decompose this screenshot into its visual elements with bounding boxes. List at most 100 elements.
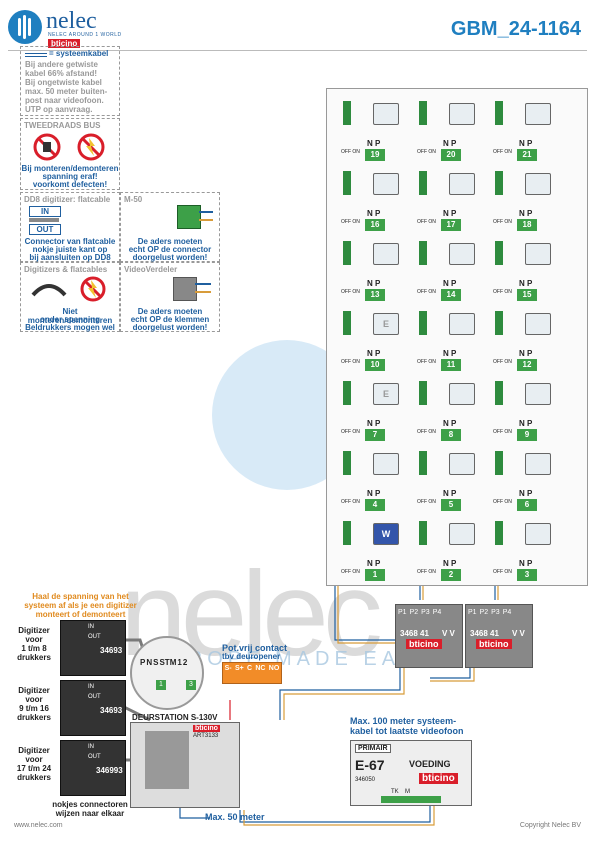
videophone-icon (449, 523, 475, 545)
off-on-switch-label: OFF ON (493, 429, 512, 435)
relay-terminal-label: S+ (234, 665, 244, 672)
np-label: N P (519, 279, 533, 288)
terminal-block-icon (419, 101, 427, 125)
note-bus-line: Bij monteren/demonteren (21, 164, 119, 173)
relay-terminal-label: C (247, 665, 253, 672)
power-note-line: Max. 100 meter systeem- (350, 716, 457, 726)
brand-name: nelec (46, 8, 97, 34)
note-dd8: DD8 digitizer: flatcable IN OUT Connecto… (20, 192, 120, 262)
off-on-switch-label: OFF ON (341, 289, 360, 295)
off-on-switch-label: OFF ON (417, 359, 436, 365)
door-terminal-label: STM (159, 658, 177, 667)
door-station-art: ART3133 (193, 733, 219, 739)
off-on-switch-label: OFF ON (341, 569, 360, 575)
digitizer-label: Digitizer voor 17 t/m 24 drukkers (10, 746, 58, 782)
np-label: N P (443, 559, 457, 568)
digitizer-in: IN (88, 624, 94, 630)
np-label: N P (367, 489, 381, 498)
distributor-vv: V V (442, 629, 455, 638)
note-bus-title: TWEEDRAADS BUS (24, 121, 101, 130)
connector-icon (177, 205, 201, 229)
np-label: N P (367, 559, 381, 568)
videophone-icon (525, 383, 551, 405)
cable-length-label: Max. 50 meter (205, 812, 265, 822)
distributor-port-label: P1 (398, 609, 407, 616)
distributor-ports: P1 P2 P3 P4 (468, 609, 511, 616)
door-terminal-label: N (146, 658, 153, 667)
relay-terminal-label: S- (224, 665, 232, 672)
terminal-block-icon (419, 381, 427, 405)
videophone-icon (525, 243, 551, 265)
off-on-switch-label: OFF ON (417, 289, 436, 295)
video-distributor-2: P1 P2 P3 P4 3468 41 V V bticino (465, 604, 533, 668)
relay-terminal-label: NC (255, 665, 266, 672)
np-label: N P (443, 489, 457, 498)
np-label: N P (367, 209, 381, 218)
videophone-number: 9 (517, 429, 537, 441)
wire-icon (195, 283, 211, 285)
power-terminal-block (381, 796, 441, 803)
document-code: GBM_24-1164 (450, 18, 581, 40)
header-divider (8, 50, 587, 51)
note-systeemkabel-line: post naar videofoon. (25, 96, 104, 105)
off-on-switch-label: OFF ON (493, 569, 512, 575)
distributor-port-label: P4 (502, 609, 512, 616)
note-m50-line: doorgelust worden! (132, 253, 208, 262)
door-station-pcb (145, 731, 189, 789)
door-terminal-label: 1 (177, 658, 182, 667)
videophone-cell: N P OFF ON 19 (337, 93, 407, 163)
np-label: N P (367, 279, 381, 288)
videophone-number: 17 (441, 219, 461, 231)
door-terminal-label: S (153, 658, 159, 667)
power-terminal-tk: TK (391, 789, 399, 795)
digitizer-code: 34693 (100, 706, 123, 715)
power-supply: PRIMAIR E-67 VOEDING 346050 bticino TK M (350, 740, 472, 806)
digitizer-module (60, 740, 126, 796)
videophone-number: 19 (365, 149, 385, 161)
digitizer-label-line: 17 t/m 24 (16, 764, 52, 773)
digitizer-label-line: Digitizer (18, 626, 50, 635)
terminal-block-icon (495, 101, 503, 125)
door-station-title: DEURSTATION S-130V (132, 713, 218, 722)
digitizer-label-line: drukkers (17, 653, 51, 662)
relay-terminal-label: NO (268, 665, 280, 672)
digitizer-label-line: drukkers (17, 713, 51, 722)
terminal-block-icon (495, 381, 503, 405)
digitizer-label-line: Digitizer (18, 686, 50, 695)
digitizer-label-line: Digitizer (18, 746, 50, 755)
distributor-vv: V V (512, 629, 525, 638)
note-videoverdeler-line: De aders moeten (137, 307, 203, 316)
power-note-line: kabel tot laatste videofoon (350, 726, 464, 736)
brand-tagline: NELEC AROUND 1 WORLD (48, 32, 122, 38)
videophone-icon (449, 313, 475, 335)
off-on-switch-label: OFF ON (417, 499, 436, 505)
np-label: N P (367, 139, 381, 148)
videophone-number: 21 (517, 149, 537, 161)
digitizer-1: Digitizer voor 1 t/m 8 drukkers 34693 IN… (10, 618, 126, 676)
digitizer-label-line: 1 t/m 8 (21, 644, 47, 653)
videophone-icon (449, 103, 475, 125)
videophone-number: 18 (517, 219, 537, 231)
videophone-number: 20 (441, 149, 461, 161)
videophone-icon (373, 103, 399, 125)
videophone-icon (525, 103, 551, 125)
videophone-icon (373, 243, 399, 265)
door-terminal-label: 2 (182, 658, 188, 667)
terminal-block-icon (343, 311, 351, 335)
note-dd8-line: bij aansluiten op DD8 (29, 253, 111, 262)
off-on-switch-label: OFF ON (493, 149, 512, 155)
videophone-number: 3 (517, 569, 537, 581)
terminal-block-icon (343, 521, 351, 545)
digitizer-out: OUT (88, 634, 101, 640)
np-label: N P (443, 279, 457, 288)
off-on-switch-label: OFF ON (341, 149, 360, 155)
power-primair: PRIMAIR (355, 744, 391, 753)
note-systeemkabel: = systeemkabel Bij andere getwiste kabel… (20, 46, 120, 116)
note-flatcables-title: Digitizers & flatcables (24, 265, 108, 274)
note-bus-line: spanning eraf! (42, 172, 98, 181)
digitizer-note-line: nokjes connectoren (52, 800, 128, 809)
